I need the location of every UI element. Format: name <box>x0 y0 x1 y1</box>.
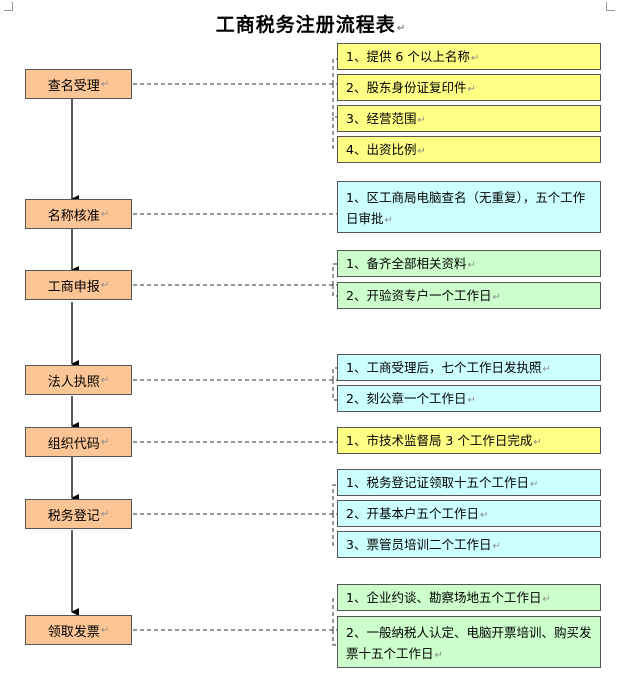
return-mark-icon: ↵ <box>470 53 480 64</box>
link-step-3-bracket <box>332 263 337 297</box>
page-title: 工商税务注册流程表↵ <box>0 10 622 37</box>
return-mark-icon: ↵ <box>492 541 501 552</box>
step-label: 组织代码 <box>47 436 100 452</box>
link-step-6-bracket <box>332 484 337 546</box>
return-mark-icon: ↵ <box>100 436 110 448</box>
return-mark-icon: ↵ <box>434 650 443 661</box>
note-box: 1、税务登记证领取十五个工作日↵ <box>337 469 601 496</box>
return-mark-icon: ↵ <box>529 479 539 490</box>
note-text: 2、股东身份证复印件 <box>346 80 467 95</box>
note-text: 3、经营范围 <box>346 111 417 126</box>
return-mark-icon: ↵ <box>417 115 426 126</box>
note-text: 1、备齐全部相关资料 <box>346 256 467 271</box>
link-step-1-bracket <box>332 58 337 149</box>
step-box-name-approval: 名称核准↵ <box>25 199 132 229</box>
step-box-tax-registration: 税务登记↵ <box>25 499 132 529</box>
return-mark-icon: ↵ <box>467 84 476 95</box>
return-mark-icon: ↵ <box>417 146 426 157</box>
step-label: 法人执照 <box>47 374 100 390</box>
note-box: 1、市技术监督局 3 个工作日完成↵ <box>337 427 601 454</box>
note-box: 2、刻公章一个工作日↵ <box>337 385 601 412</box>
corner-mark-top-left <box>4 2 13 11</box>
note-text: 1、提供 6 个以上名称 <box>346 49 470 64</box>
return-mark-icon: ↵ <box>100 508 110 520</box>
note-text: 3、票管员培训二个工作日 <box>346 537 492 552</box>
step-box-get-invoices: 领取发票↵ <box>25 615 132 645</box>
note-text: 2、一般纳税人认定、电脑开票培训、购买发票十五个工作日 <box>346 625 592 661</box>
step-box-org-code: 组织代码↵ <box>25 427 132 457</box>
note-text: 1、企业约谈、勘察场地五个工作日 <box>346 590 542 605</box>
note-box: 1、企业约谈、勘察场地五个工作日↵ <box>337 584 601 611</box>
note-box: 3、票管员培训二个工作日↵ <box>337 531 601 558</box>
note-box: 2、开基本户五个工作日↵ <box>337 500 601 527</box>
return-mark-icon: ↵ <box>100 208 110 220</box>
note-box: 1、提供 6 个以上名称↵ <box>337 43 601 70</box>
step-box-legal-license: 法人执照↵ <box>25 365 132 395</box>
corner-mark-top-right <box>606 2 615 11</box>
note-text: 1、税务登记证领取十五个工作日 <box>346 475 529 490</box>
return-mark-icon: ↵ <box>542 364 551 375</box>
return-mark-icon: ↵ <box>396 23 407 34</box>
return-mark-icon: ↵ <box>384 215 393 226</box>
note-box: 2、股东身份证复印件↵ <box>337 74 601 101</box>
step-label: 税务登记 <box>47 508 100 524</box>
note-text: 2、开基本户五个工作日 <box>346 506 479 521</box>
note-box: 1、备齐全部相关资料↵ <box>337 250 601 277</box>
step-label: 查名受理 <box>47 78 100 94</box>
step-label: 领取发票 <box>47 624 100 640</box>
note-box: 2、一般纳税人认定、电脑开票培训、购买发票十五个工作日↵ <box>337 616 601 668</box>
note-box: 1、区工商局电脑查名（无重复），五个工作日审批↵ <box>337 181 601 233</box>
return-mark-icon: ↵ <box>467 260 476 271</box>
note-text: 1、工商受理后，七个工作日发执照 <box>346 360 542 375</box>
step-label: 名称核准 <box>47 208 100 224</box>
return-mark-icon: ↵ <box>533 437 542 448</box>
return-mark-icon: ↵ <box>100 279 110 291</box>
step-box-business-filing: 工商申报↵ <box>25 270 132 300</box>
note-box: 2、开验资专户一个工作日↵ <box>337 282 601 309</box>
note-text: 2、刻公章一个工作日 <box>346 391 467 406</box>
return-mark-icon: ↵ <box>467 395 476 406</box>
link-step-4-bracket <box>332 367 337 401</box>
return-mark-icon: ↵ <box>100 78 110 90</box>
note-text: 1、市技术监督局 3 个工作日完成 <box>346 433 533 448</box>
note-box: 3、经营范围↵ <box>337 105 601 132</box>
note-text: 4、出资比例 <box>346 142 417 157</box>
return-mark-icon: ↵ <box>100 624 110 636</box>
note-box: 1、工商受理后，七个工作日发执照↵ <box>337 354 601 381</box>
title-text: 工商税务注册流程表 <box>215 14 396 36</box>
return-mark-icon: ↵ <box>479 510 489 521</box>
step-box-name-check: 查名受理↵ <box>25 69 132 99</box>
return-mark-icon: ↵ <box>492 292 501 303</box>
return-mark-icon: ↵ <box>100 374 110 386</box>
note-box: 4、出资比例↵ <box>337 136 601 163</box>
link-step-7-bracket <box>332 598 337 646</box>
note-text: 1、区工商局电脑查名（无重复），五个工作日审批 <box>346 190 586 226</box>
note-text: 2、开验资专户一个工作日 <box>346 288 492 303</box>
step-label: 工商申报 <box>47 279 100 295</box>
return-mark-icon: ↵ <box>542 594 551 605</box>
